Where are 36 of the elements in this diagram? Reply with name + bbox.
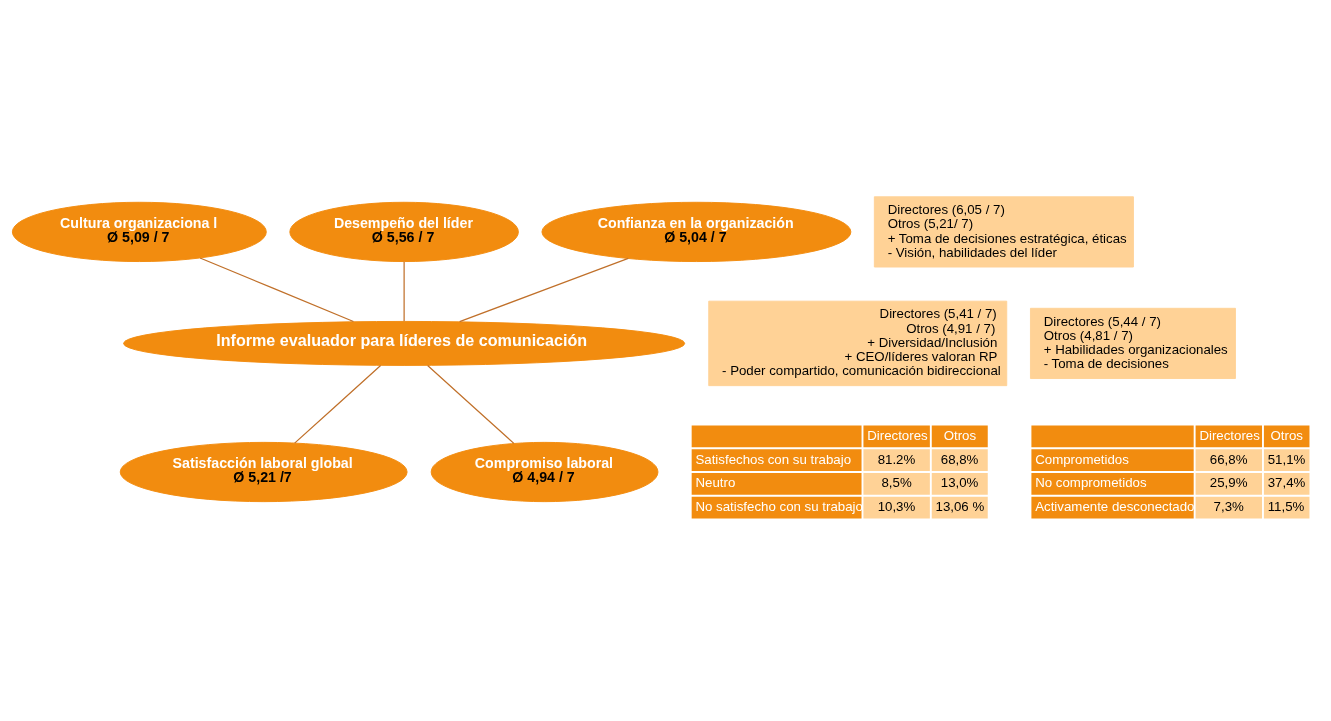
- label: 11,5%: [1267, 499, 1305, 515]
- label: Comprometidos: [1035, 451, 1129, 467]
- node-ellipse: Compromiso laboral Ø 4,94 / 7: [430, 441, 659, 503]
- label: Directores: [1199, 427, 1260, 443]
- node-ellipse: Cultura organizaciona l Ø 5,09 / 7: [11, 201, 267, 263]
- label: Satisfechos con su trabajo: [695, 451, 852, 467]
- label: 25,9%: [1209, 475, 1248, 491]
- node-ellipse: Confianza en la organización Ø 5,04 / 7: [541, 201, 852, 263]
- label: 68,8%: [940, 451, 979, 467]
- label: Neutro: [695, 475, 736, 491]
- label: Directores: [867, 427, 928, 443]
- label: 10,3%: [877, 499, 916, 515]
- node-ellipse: Desempeño del líder Ø 5,56 / 7: [289, 201, 519, 263]
- label: 51,1%: [1267, 451, 1306, 467]
- connector: [427, 364, 515, 444]
- label: 81.2%: [877, 451, 916, 467]
- node-box: Directores (6,05 / 7) Otros (5,21/ 7) + Toma de decisiones estratégica, éticas - Visión, habilidades del líder: [873, 196, 1134, 268]
- label: 8,5%: [881, 475, 912, 491]
- label: 37,4%: [1267, 475, 1306, 491]
- label: 13,0%: [940, 475, 979, 491]
- node-ellipse: Informe evaluador para líderes de comunicación: [123, 320, 686, 366]
- connector: [403, 261, 405, 322]
- label: No comprometidos: [1035, 475, 1147, 491]
- label: No satisfecho con su trabajo: [695, 499, 863, 515]
- label: Activamente desconectado: [1035, 499, 1195, 515]
- label: 66,8%: [1209, 451, 1248, 467]
- label: 7,3%: [1213, 499, 1244, 515]
- node-ellipse: Satisfacción laboral global Ø 5,21 /7: [119, 441, 408, 503]
- connector: [459, 257, 629, 323]
- node-box: Directores (5,44 / 7) Otros (4,81 / 7) + Habilidades organizacionales - Toma de decisiones: [1030, 307, 1236, 379]
- label: Otros: [943, 427, 977, 443]
- connector: [294, 364, 382, 444]
- node-box: Directores (5,41 / 7) Otros (4,91 / 7) + Diversidad/Inclusión + CEO/líderes valoran RP - Poder compartido, comunicación bidireccional: [708, 300, 1008, 387]
- label: Otros: [1270, 427, 1303, 443]
- label: 13,06 %: [935, 499, 985, 515]
- connector: [199, 257, 355, 323]
